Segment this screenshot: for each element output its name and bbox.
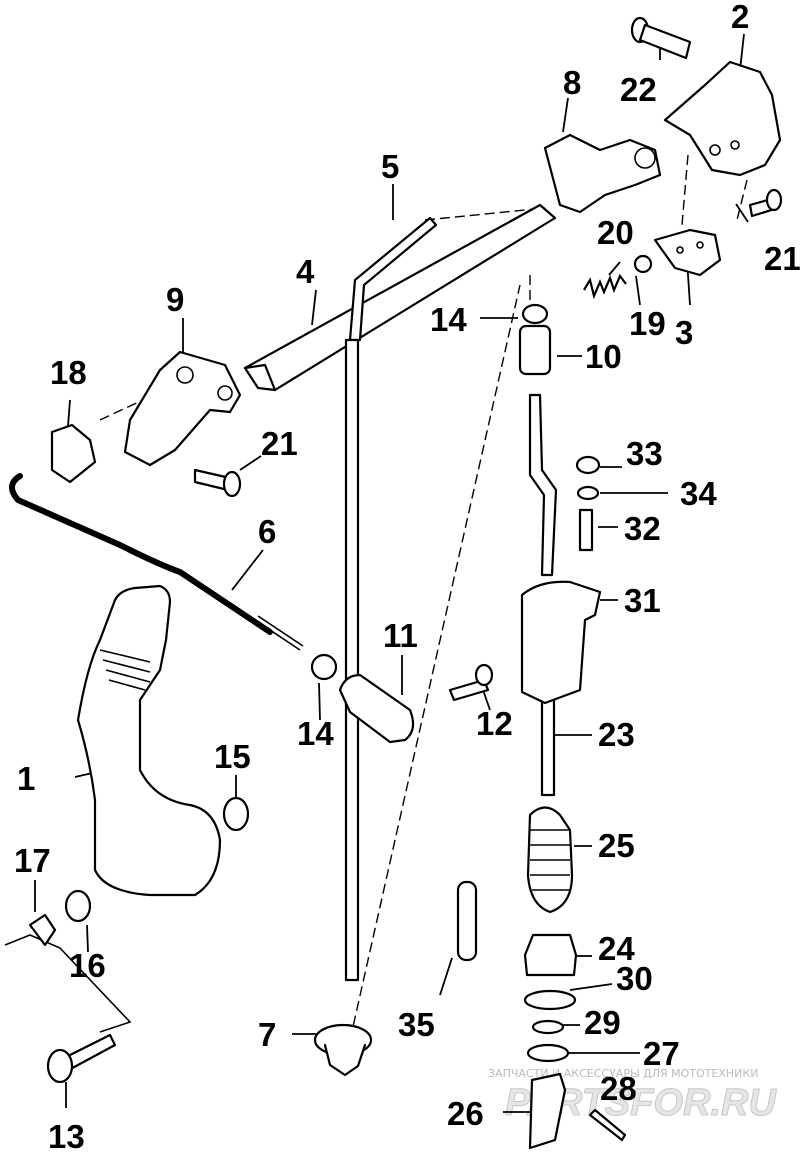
part-stud-32 [578,508,594,552]
part-shaft-4 [243,203,557,392]
part-lever-9 [123,350,242,467]
callout-35: 35 [398,1006,435,1043]
callout-9: 9 [166,281,184,318]
callout-15: 15 [214,738,251,775]
part-washer-27 [526,1043,570,1063]
part-plate-3 [653,228,722,277]
callout-20: 20 [597,214,634,251]
callout-31: 31 [624,582,661,619]
callout-10: 10 [585,338,622,375]
part-bellcrank-2 [663,60,782,177]
part-pin-35 [456,880,478,962]
callout-1: 1 [17,760,35,797]
part-washer-29 [531,1019,565,1035]
callout-22: 22 [620,71,657,108]
part-pin-28 [588,1108,627,1142]
part-washer-34 [576,485,600,501]
part-nut-14-lower [310,653,338,681]
callout-6: 6 [258,513,276,550]
part-housing-31 [520,580,602,705]
part-bracket-26 [528,1072,567,1150]
callout-25: 25 [598,827,635,864]
part-bracket-8 [543,133,662,214]
part-collar-10 [518,324,552,376]
callout-33: 33 [626,435,663,472]
callout-7: 7 [258,1016,276,1053]
part-rod-23 [528,393,558,797]
part-pedal [76,584,222,897]
part-bolt-21-right [748,188,783,218]
callout-11: 11 [383,617,418,654]
callout-27: 27 [643,1035,680,1072]
callout-24: 24 [598,930,635,967]
part-nut-14-top [521,303,549,325]
part-rod-5 [344,216,438,982]
part-lever-11 [338,673,415,744]
callout-5: 5 [381,148,399,185]
part-bolt-22 [630,16,692,60]
leader-lines [34,33,749,1113]
part-oring-30 [523,989,577,1011]
part-spring-20 [583,273,627,300]
callout-14-upper: 14 [430,301,467,338]
part-clip-17 [28,913,57,947]
part-nut-33 [575,455,601,475]
part-bolt-13 [46,1033,117,1084]
callout-3: 3 [675,314,693,351]
callout-13: 13 [48,1118,85,1155]
callout-34: 34 [680,475,717,512]
callout-8: 8 [563,64,581,101]
callout-30: 30 [616,960,653,997]
callout-12: 12 [476,705,513,742]
part-bushing-24 [523,933,578,977]
callout-32: 32 [624,510,661,547]
callout-28: 28 [600,1070,637,1107]
callout-16: 16 [69,947,106,984]
part-ball-19 [633,254,653,274]
callout-4: 4 [296,253,315,290]
part-bolt-21-left [193,468,242,498]
part-shift-rod-6 [9,473,304,651]
part-grommet-7 [313,1023,373,1077]
callout-19: 19 [629,305,666,342]
part-washer-15 [222,796,250,832]
callout-14-lower: 14 [297,715,334,752]
callout-17: 17 [14,842,51,879]
callout-21-left: 21 [261,425,298,462]
callout-23: 23 [598,716,635,753]
callout-29: 29 [584,1004,621,1041]
callout-18: 18 [50,354,87,391]
part-bolt-12 [448,663,494,702]
part-clip-18 [50,423,97,484]
callout-labels: 1 2 3 4 5 6 7 8 9 10 11 12 13 14 14 15 1… [14,0,800,1155]
part-boot-25 [526,806,574,914]
callout-2: 2 [731,0,749,35]
callout-26: 26 [447,1095,484,1132]
part-washer-16 [64,889,92,923]
callout-21-right: 21 [764,240,800,277]
